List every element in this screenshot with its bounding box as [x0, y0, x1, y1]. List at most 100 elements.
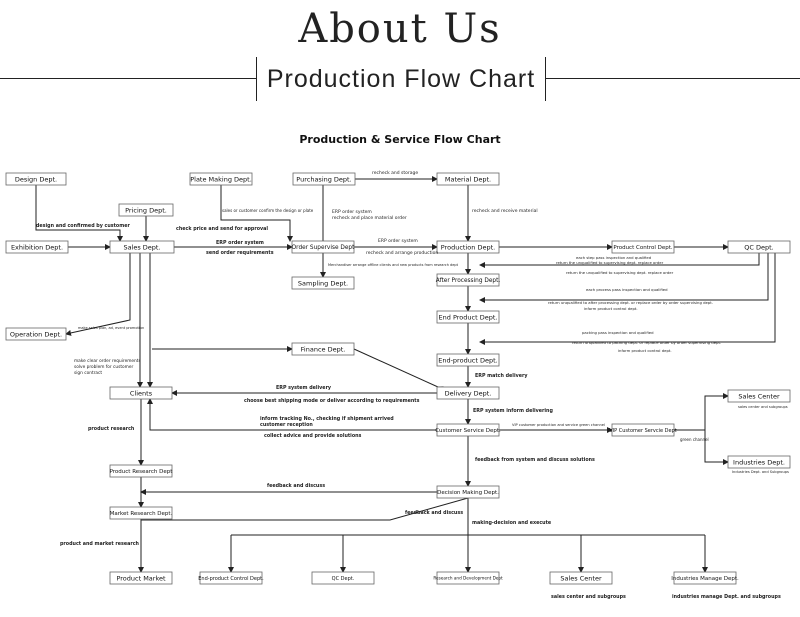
connector-line	[704, 430, 729, 465]
node-qc: QC Dept.	[727, 240, 791, 254]
node-label: Clients	[130, 390, 153, 398]
node-b_industries: Industries Manage Dept.	[671, 571, 739, 585]
node-box	[611, 423, 675, 437]
node-label: VIP Customer Servcie Dept	[609, 428, 677, 434]
note-feedback-discuss-a: feedback and discuss	[267, 483, 325, 489]
node-box	[291, 342, 355, 356]
node-finance: Finance Dept.	[291, 342, 355, 356]
note-inform-control-a: inform product control dept.	[584, 306, 638, 311]
connector-line	[479, 253, 769, 303]
node-industries: Industries Dept.	[727, 455, 791, 469]
node-box	[436, 172, 500, 186]
page-title: About Us	[298, 6, 502, 52]
note-collect-advice: collect advice and provide solutions	[264, 433, 362, 439]
node-box	[727, 389, 791, 403]
node-box	[118, 203, 174, 217]
node-label: Sampling Dept.	[298, 280, 348, 288]
note-choose-best: choose best shipping mode or deliver acc…	[244, 398, 420, 404]
connector-line	[35, 185, 123, 242]
node-label: Purchasing Dept.	[296, 176, 351, 184]
note-industries-sub: Industries Dept. and Subgroups	[732, 470, 789, 474]
node-box	[109, 571, 173, 585]
node-label: Order Supervise Dept	[292, 245, 355, 251]
node-label: Sales Center	[560, 575, 602, 583]
node-operation: Operation Dept.	[5, 327, 67, 341]
node-box	[436, 310, 500, 324]
note-erp-system-delivery: ERP system delivery	[276, 385, 332, 391]
note-recheck-arrange: recheck and arrange production	[366, 250, 438, 256]
node-box	[199, 571, 263, 585]
node-delivery: Delivery Dept.	[436, 386, 500, 400]
node-decision: Decision Making Dept.	[436, 485, 500, 499]
connector-line	[65, 253, 131, 336]
note-inform-control-b: inform product control dept.	[618, 348, 672, 353]
node-box	[673, 571, 737, 585]
node-plate: Plate Making Dept.	[189, 172, 253, 186]
connector-line	[674, 393, 729, 431]
node-box	[549, 571, 613, 585]
note-return-after: return unqualified to after processing d…	[548, 300, 713, 305]
node-label: Product Control Dept.	[613, 245, 673, 251]
node-box	[291, 276, 355, 290]
node-box	[436, 353, 500, 367]
note-make-clear: make clear order requirements	[74, 358, 141, 364]
note-recheck-place: recheck and place material order	[332, 215, 407, 221]
node-box	[291, 240, 355, 254]
node-label: End-product Control Dept.	[198, 576, 264, 582]
node-label: Research and Development Dept	[433, 576, 503, 581]
node-label: Pricing Dept.	[125, 207, 167, 215]
node-box	[109, 506, 173, 520]
node-label: Plate Making Dept.	[190, 176, 252, 184]
node-label: Sales Dept.	[123, 244, 160, 252]
note-making-decision: making-decision and execute	[472, 520, 552, 526]
node-label: Material Dept.	[445, 176, 491, 184]
node-exhibition: Exhibition Dept.	[5, 240, 69, 254]
node-box	[5, 240, 69, 254]
node-clients: Clients	[109, 386, 173, 400]
node-box	[109, 464, 173, 478]
node-label: QC Dept.	[332, 576, 355, 582]
node-box	[5, 172, 67, 186]
node-material: Material Dept.	[436, 172, 500, 186]
note-design-confirmed: design and confirmed by customer	[36, 223, 130, 229]
node-box	[436, 571, 500, 585]
node-endproduct2: End-product Dept.	[436, 353, 500, 367]
node-box	[436, 485, 500, 499]
flow-chart-title: Production & Service Flow Chart	[299, 133, 501, 146]
note-inform-tracking: inform tracking No., checking if shipmen…	[260, 416, 394, 422]
node-label: Delivery Dept.	[445, 390, 492, 398]
node-label: Decision Making Dept.	[437, 490, 499, 496]
node-box	[436, 240, 500, 254]
note-merchandiser: Merchandiser arrange offline clients and…	[328, 263, 459, 267]
node-label: Product Market	[116, 575, 166, 583]
node-box	[292, 172, 356, 186]
note-erp-order-system-b: ERP order system	[216, 240, 264, 246]
node-afterproc: After Processing Dept.	[436, 273, 500, 287]
connector-line	[479, 253, 760, 268]
node-productmarket: Product Market	[109, 571, 173, 585]
node-box	[189, 172, 253, 186]
node-label: Finance Dept.	[301, 346, 346, 354]
node-label: End Product Dept.	[439, 314, 498, 322]
note-return-unqualified-b: return the unqualified to supervising de…	[566, 270, 674, 275]
node-sampling: Sampling Dept.	[291, 276, 355, 290]
node-b_rd: Research and Development Dept	[433, 571, 503, 585]
node-label: End-product Dept.	[438, 357, 498, 365]
node-research: Product Research Dept	[109, 464, 174, 478]
node-b_qc: QC Dept.	[311, 571, 375, 585]
node-pricing: Pricing Dept.	[118, 203, 174, 217]
node-market: Market Research Dept.	[109, 506, 173, 520]
note-recheck-storage: recheck and storage	[372, 170, 418, 176]
header-divider-left	[0, 78, 256, 79]
node-supervise: Order Supervise Dept	[291, 240, 355, 254]
node-label: Design Dept.	[15, 176, 57, 184]
connector-line	[353, 348, 444, 392]
node-design: Design Dept.	[5, 172, 67, 186]
note-each-process: each process pass inspection and qualifi…	[586, 287, 668, 292]
node-label: Product Research Dept	[110, 469, 174, 475]
note-packing-pass: packing pass inspection and qualified	[582, 330, 654, 335]
node-box	[436, 386, 500, 400]
note-recheck-receive: recheck and receive material	[472, 208, 538, 214]
note-feedback-discuss-b: feedback and discuss	[405, 510, 463, 516]
